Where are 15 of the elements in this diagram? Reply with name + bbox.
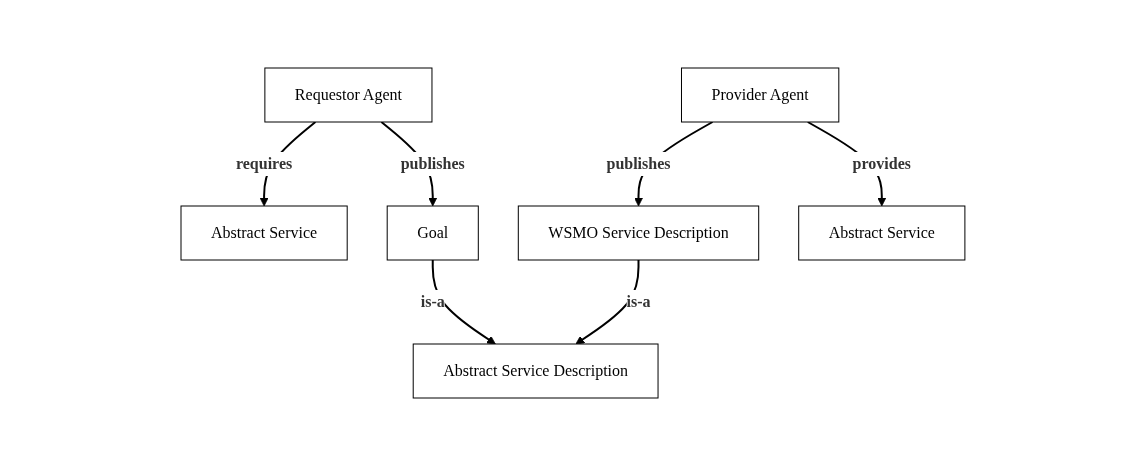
arrow (575, 259, 640, 345)
node-box: WSMO Service Description (517, 205, 760, 261)
arrow (431, 259, 496, 345)
edge-label: provides (852, 155, 912, 172)
edge-label: publishes (606, 155, 671, 172)
edge-label: is-a (420, 293, 445, 310)
node-box: Abstract Service Description (412, 343, 659, 399)
edge-label: is-a (626, 293, 651, 310)
node-box: Abstract Service (798, 205, 966, 261)
edge-label: requires (235, 155, 293, 172)
node-box: Goal (386, 205, 479, 261)
node-box: Provider Agent (681, 67, 840, 123)
node-box: Abstract Service (180, 205, 348, 261)
edge-label: publishes (400, 155, 465, 172)
node-box: Requestor Agent (264, 67, 433, 123)
